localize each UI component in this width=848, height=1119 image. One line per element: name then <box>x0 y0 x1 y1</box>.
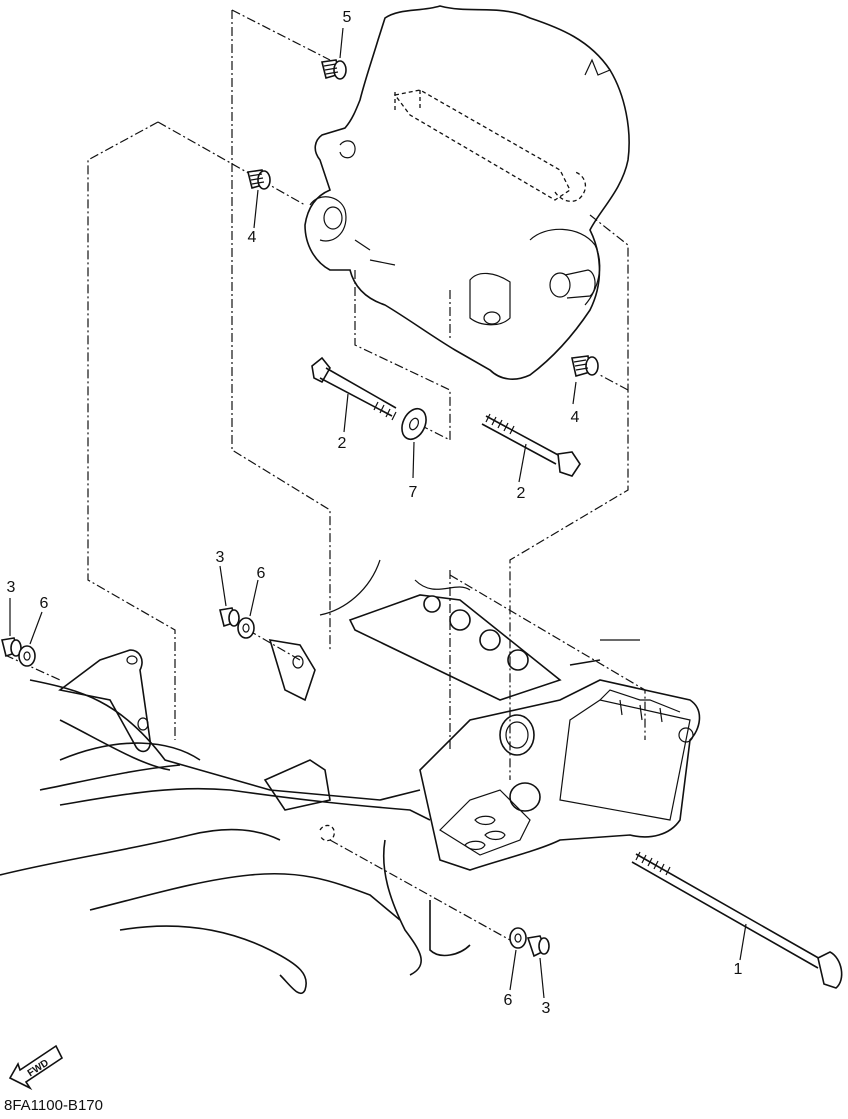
callout-4-upper: 4 <box>248 229 257 246</box>
callout-2-left: 2 <box>338 435 347 452</box>
callout-4-lower: 4 <box>571 409 580 426</box>
callout-labels: 5 4 4 2 7 2 3 6 3 6 1 6 3 <box>7 9 743 1017</box>
part-6-washer-middle <box>237 617 255 639</box>
callout-3-left: 3 <box>7 579 16 596</box>
part-4-nut-lower <box>571 355 599 378</box>
figure-code: 8FA1100-B170 <box>4 1097 103 1114</box>
callout-3-bottom: 3 <box>542 1000 551 1017</box>
part-3-nut-bottom <box>526 935 550 958</box>
callout-1: 1 <box>734 961 743 978</box>
part-5-nut <box>321 59 347 80</box>
callout-6-bottom: 6 <box>504 992 513 1009</box>
part-2-bolt-left <box>311 356 397 421</box>
callout-2-right: 2 <box>517 485 526 502</box>
leader-lines <box>9 27 747 999</box>
part-3-nut-left <box>1 637 22 658</box>
part-1-long-bolt <box>631 851 843 989</box>
part-6-washer-left <box>18 645 36 667</box>
callout-3-middle: 3 <box>216 549 225 566</box>
fwd-arrow-icon: FWD <box>8 1044 64 1091</box>
callout-6-left: 6 <box>40 595 49 612</box>
part-4-nut-upper <box>247 169 271 190</box>
part-3-nut-middle <box>219 607 240 628</box>
frame-outline <box>0 559 701 995</box>
callout-6-middle: 6 <box>257 565 266 582</box>
part-6-washer-bottom <box>509 927 527 949</box>
part-2-bolt-right <box>481 413 581 477</box>
engine-outline <box>304 5 630 380</box>
callout-7: 7 <box>409 484 418 501</box>
assembly-lines <box>4 9 646 941</box>
part-7-washer <box>401 407 427 441</box>
callout-5: 5 <box>343 9 352 26</box>
